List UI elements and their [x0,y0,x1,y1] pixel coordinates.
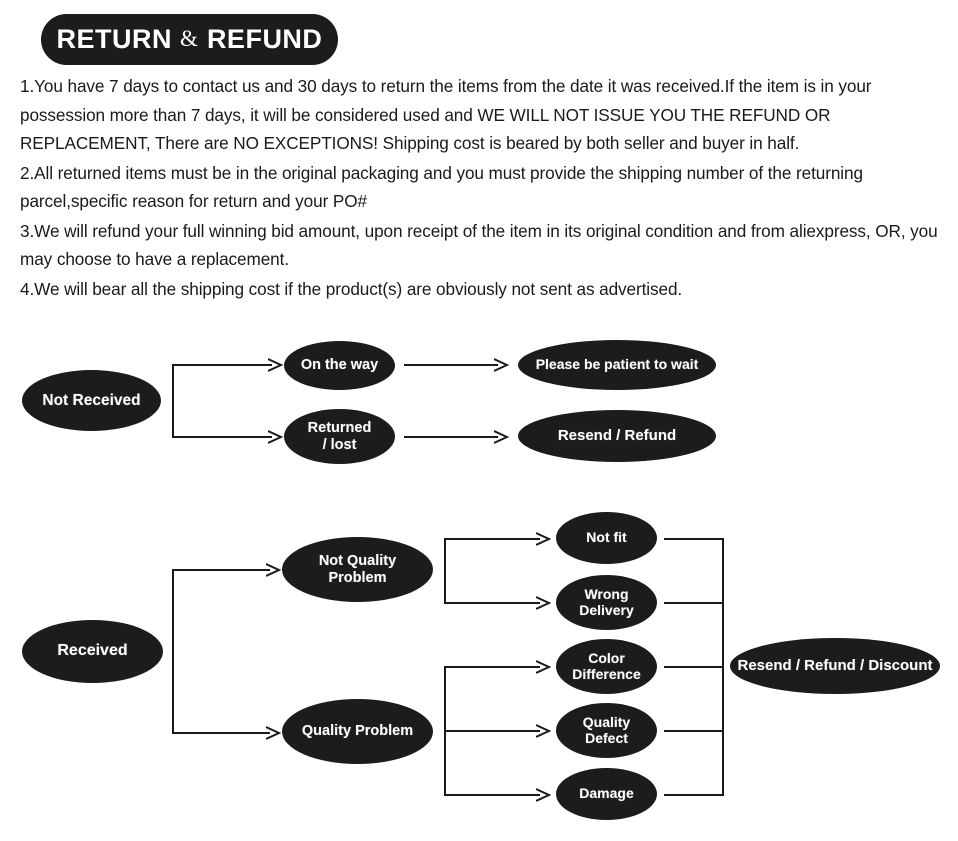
connector-wrong-delivery-to-outcome [664,602,724,604]
node-not-quality-problem: Not Quality Problem [282,537,433,602]
node-quality-defect-line2: Defect [585,729,628,746]
node-wrong-delivery-line1: Wrong [584,585,629,602]
connector-quality-defect-to-outcome [664,730,724,732]
node-returned-lost: Returned / lost [284,409,395,464]
page-title-refund: REFUND [206,24,323,54]
connector-not-quality-to-not-fit [444,538,540,540]
page-title-ampersand: & [180,25,198,51]
node-color-difference: Color Difference [556,639,657,694]
node-quality-defect: Quality Defect [556,703,657,758]
node-resend-refund: Resend / Refund [518,410,716,462]
connector-damage-to-outcome [664,794,724,796]
node-not-fit: Not fit [556,512,657,564]
connector-on-the-way-to-wait [404,364,498,366]
connector-not-received-bus [172,364,174,436]
node-received: Received [22,620,163,683]
policy-text-block: 1.You have 7 days to contact us and 30 d… [20,72,948,304]
node-color-difference-line1: Color [588,649,625,666]
connector-not-quality-to-wrong-delivery [444,602,540,604]
node-damage: Damage [556,768,657,820]
connector-quality-to-quality-defect [444,730,540,732]
page-title-pill: RETURN & REFUND [41,14,338,65]
policy-item-4: 4.We will bear all the shipping cost if … [20,278,683,299]
connector-not-quality-bus [444,538,446,602]
node-not-received: Not Received [22,370,161,431]
node-wrong-delivery: Wrong Delivery [556,575,657,630]
node-please-be-patient-to-wait: Please be patient to wait [518,340,716,390]
connector-received-to-quality-problem [172,732,270,734]
connector-received-to-not-quality-problem [172,569,270,571]
node-returned-lost-line1: Returned [307,419,372,436]
node-on-the-way: On the way [284,341,395,390]
connector-not-fit-to-outcome [664,538,724,540]
connector-quality-to-damage [444,794,540,796]
node-quality-defect-line1: Quality [582,713,631,730]
connector-color-difference-to-outcome [664,666,724,668]
page-title-return: RETURN [56,24,173,54]
connector-not-received-to-on-the-way [172,364,272,366]
policy-item-3: 3.We will refund your full winning bid a… [20,220,938,270]
node-wrong-delivery-line2: Delivery [579,601,634,618]
connector-received-bus [172,569,174,732]
node-resend-refund-discount: Resend / Refund / Discount [730,638,940,694]
node-color-difference-line2: Difference [572,665,641,682]
node-returned-lost-line2: / lost [322,436,357,453]
node-quality-problem: Quality Problem [282,699,433,764]
connector-quality-to-color-difference [444,666,540,668]
policy-item-1: 1.You have 7 days to contact us and 30 d… [20,76,872,153]
connector-returned-lost-to-resend-refund [404,436,498,438]
policy-item-2: 2.All returned items must be in the orig… [20,162,863,212]
connector-not-received-to-returned-lost [172,436,272,438]
